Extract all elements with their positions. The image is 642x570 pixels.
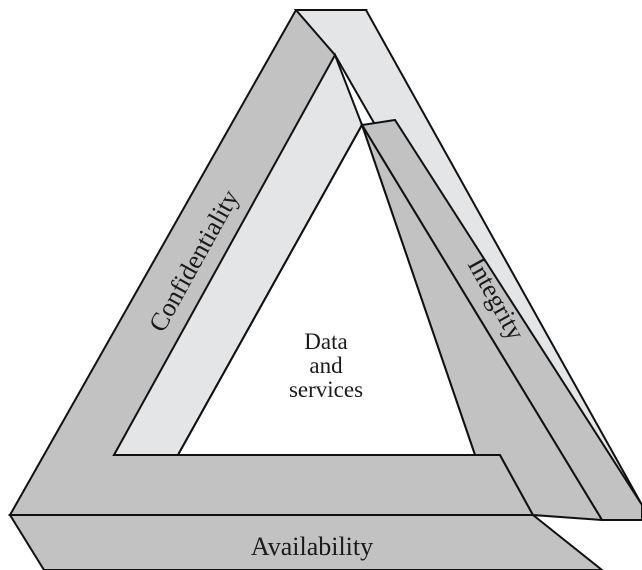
center-label-line-2: and	[309, 353, 343, 378]
center-label-line-3: services	[289, 377, 363, 402]
availability-label: Availability	[251, 532, 373, 561]
inner-triangle-edge	[176, 122, 477, 456]
availability-face	[8, 514, 604, 570]
center-label-line-1: Data	[304, 329, 347, 354]
